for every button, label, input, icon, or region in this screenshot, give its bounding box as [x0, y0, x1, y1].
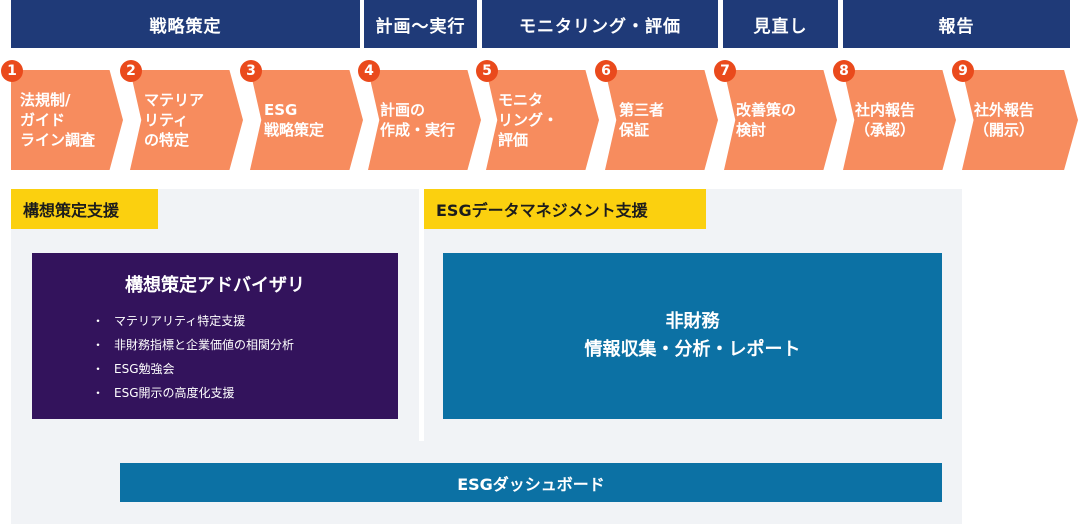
advisory-list: マテリアリティ特定支援 非財務指標と企業価値の相関分析 ESG勉強会 ESG開示… [92, 309, 294, 405]
concept-section-tag: 構想策定支援 [11, 189, 158, 229]
phase-monitoring: モニタリング・評価 [482, 0, 718, 48]
step-label: 法規制/ ガイド ライン調査 [20, 91, 96, 149]
data-management-box: 非財務 情報収集・分析・レポート [443, 253, 942, 419]
phase-report: 報告 [843, 0, 1070, 48]
step-label: 計画の 作成・実行 [380, 101, 456, 139]
step-label: 第三者 保証 [619, 101, 665, 139]
step-5: モニタ リング・ 評価 5 [476, 60, 599, 170]
step-2: マテリア リティ の特定 2 [120, 60, 243, 170]
step-label: 社外報告 （開示） [974, 101, 1035, 139]
step-4: 計画の 作成・実行 4 [358, 60, 481, 170]
step-6: 第三者 保証 6 [595, 60, 718, 170]
advisory-list-item: ESG勉強会 [92, 357, 294, 381]
step-label: ESG 戦略策定 [264, 101, 325, 139]
data-management-line1: 非財務 [665, 311, 720, 332]
step-label: 改善策の 検討 [736, 101, 797, 139]
step-number-badge: 3 [240, 60, 262, 82]
advisory-title: 構想策定アドバイザリ [125, 275, 305, 296]
data-management-line2: 情報収集・分析・レポート [584, 339, 801, 360]
advisory-list-item: 非財務指標と企業価値の相関分析 [92, 333, 294, 357]
data-management-section-tag: ESGデータマネジメント支援 [424, 189, 706, 229]
advisory-list-item: マテリアリティ特定支援 [92, 309, 294, 333]
step-number-badge: 7 [714, 60, 736, 82]
step-number-badge: 9 [952, 60, 974, 82]
step-number-badge: 2 [120, 60, 142, 82]
step-number-badge: 1 [1, 60, 23, 82]
step-9: 社外報告 （開示） 9 [952, 60, 1078, 170]
phase-strategy: 戦略策定 [11, 0, 360, 48]
phase-review: 見直し [723, 0, 838, 48]
step-label: 社内報告 （承認） [855, 101, 916, 139]
advisory-box: 構想策定アドバイザリ マテリアリティ特定支援 非財務指標と企業価値の相関分析 E… [32, 253, 398, 419]
step-7: 改善策の 検討 7 [714, 60, 837, 170]
step-label: モニタ リング・ 評価 [498, 91, 559, 149]
step-number-badge: 8 [833, 60, 855, 82]
esg-dashboard-bar: ESGダッシュボード [120, 463, 942, 502]
step-1: 法規制/ ガイド ライン調査 1 [1, 60, 123, 170]
step-number-badge: 6 [595, 60, 617, 82]
step-label: マテリア リティ の特定 [144, 91, 205, 149]
phase-plan-execute: 計画〜実行 [364, 0, 477, 48]
step-number-badge: 4 [358, 60, 380, 82]
advisory-list-item: ESG開示の高度化支援 [92, 381, 294, 405]
step-3: ESG 戦略策定 3 [240, 60, 363, 170]
step-number-badge: 5 [476, 60, 498, 82]
step-8: 社内報告 （承認） 8 [833, 60, 956, 170]
